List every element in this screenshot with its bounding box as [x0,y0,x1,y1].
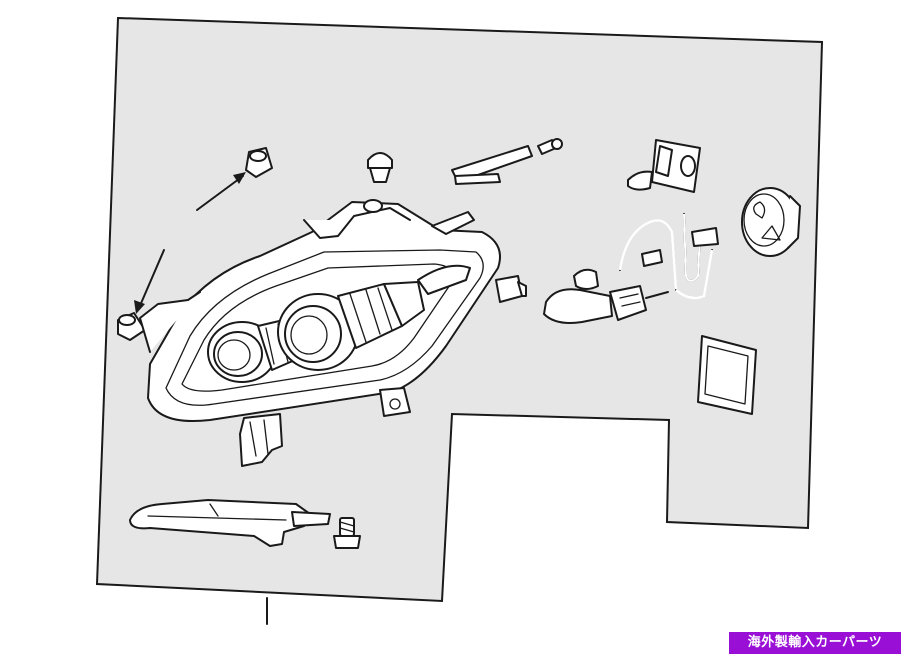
watermark-banner: 海外製輸入カーパーツ [729,632,901,654]
grommet-icon [245,147,273,178]
dust-cap-icon [741,187,801,257]
connector-icon [495,275,527,303]
wiring-harness-icon [543,213,719,324]
bolt-icon [333,517,361,549]
arrow-icon [134,249,165,314]
bulb-socket-icon [627,139,701,193]
arrow-icon [196,172,246,211]
adjuster-rod-icon [451,138,563,185]
ballast-module-icon [697,335,757,415]
bracket-icon [129,499,331,547]
clip-icon [367,152,393,183]
grommet-icon [117,312,146,341]
headlamp-assembly-icon [139,199,501,467]
